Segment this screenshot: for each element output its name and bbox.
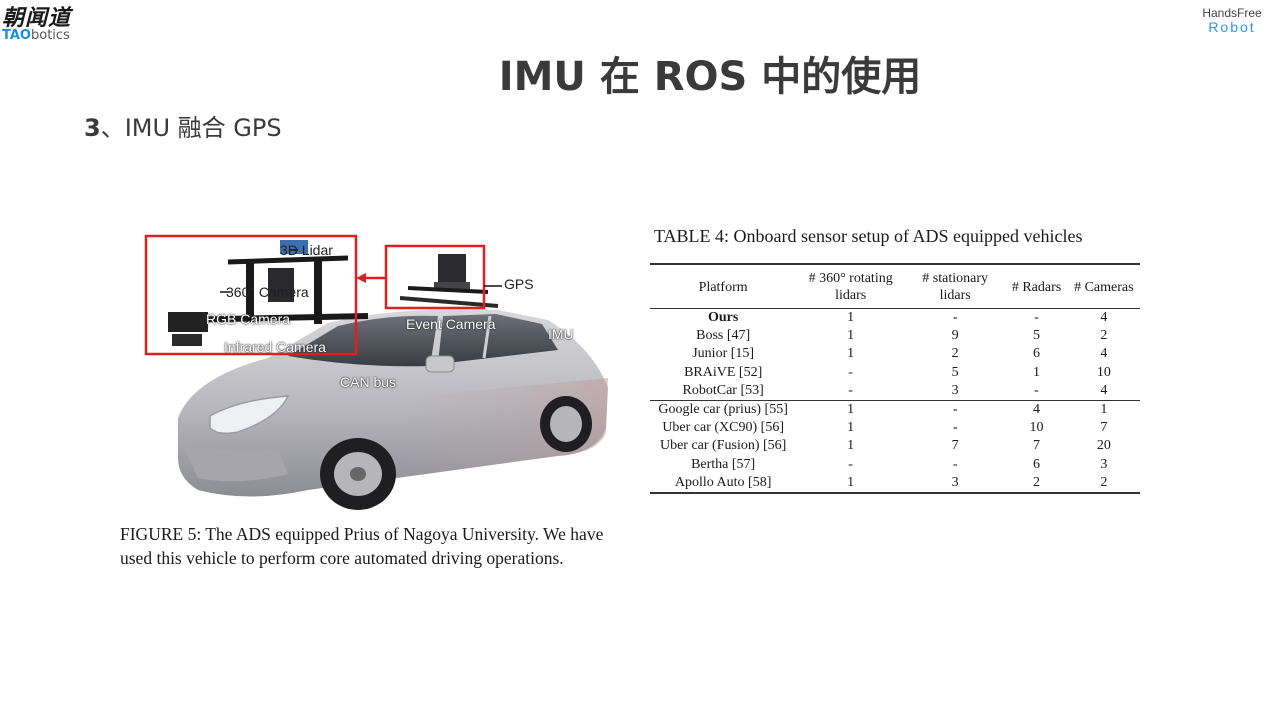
vehicle-photo: 3D Lidar 360° Camera RGB Camera Infrared… xyxy=(138,228,618,510)
handsfree-logo-line2: Robot xyxy=(1208,19,1256,35)
handsfree-logo: HandsFree Robot xyxy=(1192,6,1272,34)
label-event-camera: Event Camera xyxy=(406,316,496,332)
window-pillar xyxy=(482,315,492,359)
label-360-camera: 360° Camera xyxy=(226,284,309,300)
vehicle-figure: 3D Lidar 360° Camera RGB Camera Infrared… xyxy=(118,228,618,598)
label-gps: GPS xyxy=(504,276,534,292)
logo-chinese-text: 朝闻道 xyxy=(2,5,72,31)
header-radars: # Radars xyxy=(1011,279,1062,295)
logo-english-text: TAObotics xyxy=(2,28,70,43)
header-platform: Platform xyxy=(698,279,748,295)
slide-title: IMU 在 ROS 中的使用 xyxy=(498,54,922,100)
sensor-rig-top xyxy=(227,255,349,265)
label-imu: IMU xyxy=(548,326,574,342)
camera360-unit xyxy=(268,268,294,302)
logo-tao: TAO xyxy=(2,28,31,43)
headlight xyxy=(209,395,290,435)
sensor-box-left xyxy=(144,234,358,356)
roof-rack xyxy=(399,296,499,308)
label-can-bus: CAN bus xyxy=(340,374,397,390)
sensor-table-block: TABLE 4: Onboard sensor setup of ADS equ… xyxy=(650,226,1162,494)
logo-botics: botics xyxy=(30,28,70,43)
rgb-camera xyxy=(168,312,208,332)
front-bumper xyxy=(182,442,288,482)
side-mirror xyxy=(425,355,455,373)
handsfree-logo-line1: HandsFree xyxy=(1202,6,1262,20)
sensor-rig-bar xyxy=(177,313,369,323)
figure-caption: FIGURE 5: The ADS equipped Prius of Nago… xyxy=(120,524,604,568)
lidar-unit xyxy=(280,240,308,254)
label-infrared-camera: Infrared Camera xyxy=(224,339,326,355)
header-cameras: # Cameras xyxy=(1074,279,1134,295)
vehicle-illustration xyxy=(144,234,608,510)
subtitle-text: 、IMU 融合 GPS xyxy=(100,114,282,142)
taobotics-logo: 朝闻道 TAObotics xyxy=(0,0,90,46)
table-title: TABLE 4: Onboard sensor setup of ADS equ… xyxy=(654,226,1083,246)
label-rgb-camera: RGB Camera xyxy=(206,311,291,327)
slide-subtitle: 3、IMU 融合 GPS xyxy=(84,108,282,143)
side-window xyxy=(438,314,558,364)
subtitle-number: 3 xyxy=(84,114,101,142)
label-3d-lidar: 3D Lidar xyxy=(280,242,333,258)
table-row: RobotCar [53]-3-4 xyxy=(682,382,1108,398)
infrared-camera xyxy=(172,334,202,346)
